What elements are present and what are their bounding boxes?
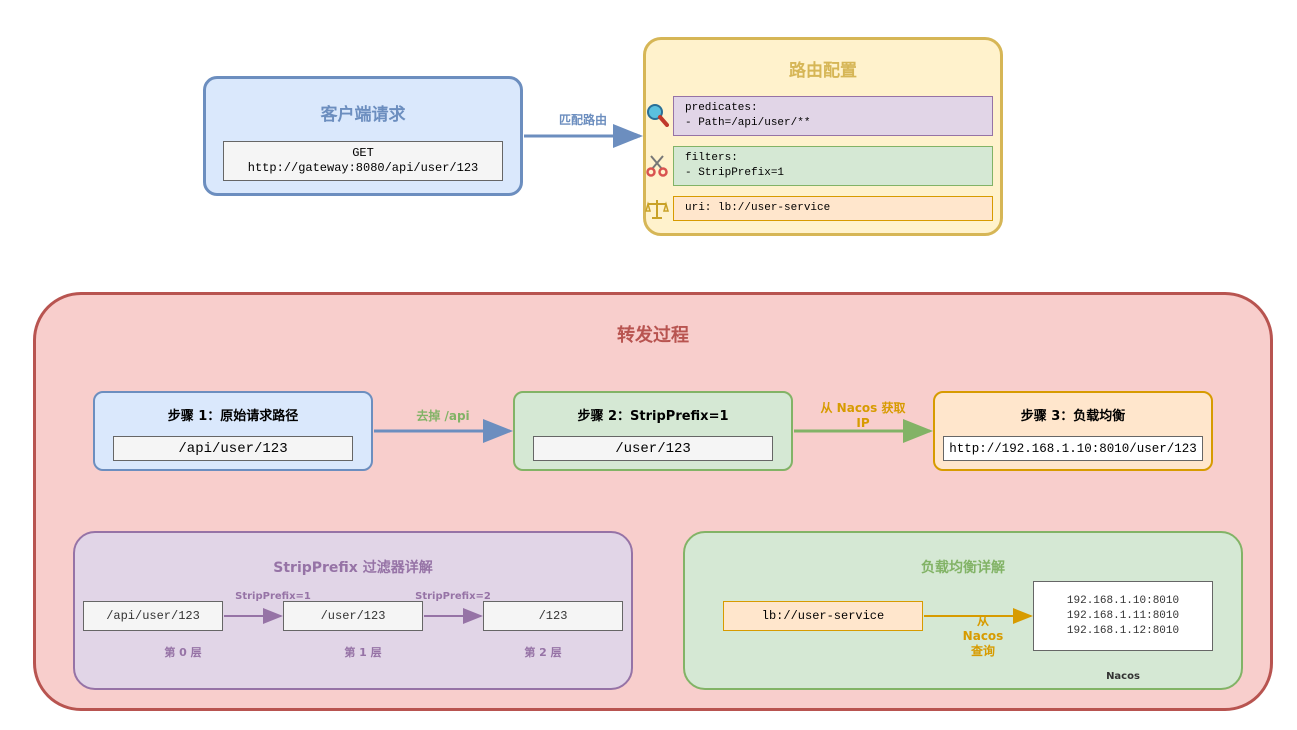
instance-item: 192.168.1.11:8010	[1066, 609, 1180, 622]
filters-line2: - StripPrefix=1	[685, 167, 785, 179]
balance-scale-icon	[645, 198, 669, 220]
layer1-path: /user/123	[283, 601, 423, 631]
lb-service-box: lb://user-service	[723, 601, 923, 631]
nacos-fetch-label-line1: 从 Nacos 获取	[820, 401, 906, 415]
filters-box: filters: - StripPrefix=1	[673, 146, 993, 186]
step1-path: /api/user/123	[113, 436, 353, 461]
nacos-registry-label: Nacos	[1106, 671, 1140, 682]
predicates-line2: - Path=/api/user/**	[685, 117, 811, 129]
strip-prefix-2-label: StripPrefix=2	[415, 591, 491, 602]
load-balance-detail-title: 负载均衡详解	[921, 560, 1005, 576]
client-request-line: GET http://gateway:8080/api/user/123	[223, 141, 503, 181]
match-route-label: 匹配路由	[558, 113, 607, 127]
nacos-instance-list: 192.168.1.10:8010 192.168.1.11:8010 192.…	[1033, 581, 1213, 651]
layer0-label: 第 0 层	[164, 646, 202, 659]
layer1-label: 第 1 层	[344, 646, 382, 659]
nacos-query-label-line1: 从	[976, 614, 989, 628]
step2-title: 步骤 2：StripPrefix=1	[577, 409, 729, 424]
nacos-query-label-line3: 查询	[970, 644, 995, 658]
remove-api-label: 去掉 /api	[416, 409, 470, 423]
nacos-fetch-label-line2: IP	[856, 416, 870, 430]
layer2-label: 第 2 层	[524, 646, 562, 659]
search-icon	[645, 103, 669, 127]
uri-box: uri: lb://user-service	[673, 196, 993, 221]
step3-title: 步骤 3：负载均衡	[1020, 409, 1126, 424]
layer2-path: /123	[483, 601, 623, 631]
route-config-title: 路由配置	[789, 61, 857, 81]
request-method: GET	[352, 146, 374, 160]
request-url: http://gateway:8080/api/user/123	[247, 161, 479, 175]
forward-process-title: 转发过程	[617, 325, 689, 346]
filters-line1: filters:	[685, 152, 738, 164]
step3-url: http://192.168.1.10:8010/user/123	[943, 436, 1203, 461]
step2-path: /user/123	[533, 436, 773, 461]
nacos-query-label: 从 Nacos 查询	[943, 614, 1023, 659]
nacos-query-label-line2: Nacos	[962, 629, 1004, 643]
client-request-title: 客户端请求	[320, 105, 406, 125]
strip-prefix-1-label: StripPrefix=1	[235, 591, 311, 602]
scissors-icon	[645, 153, 669, 177]
predicates-line1: predicates:	[685, 102, 758, 114]
step1-title: 步骤 1：原始请求路径	[167, 409, 299, 424]
nacos-fetch-label: 从 Nacos 获取 IP	[803, 401, 923, 431]
instance-item: 192.168.1.10:8010	[1066, 594, 1180, 607]
strip-prefix-detail-title: StripPrefix 过滤器详解	[273, 560, 433, 576]
predicates-box: predicates: - Path=/api/user/**	[673, 96, 993, 136]
instance-item: 192.168.1.12:8010	[1066, 624, 1180, 637]
layer0-path: /api/user/123	[83, 601, 223, 631]
